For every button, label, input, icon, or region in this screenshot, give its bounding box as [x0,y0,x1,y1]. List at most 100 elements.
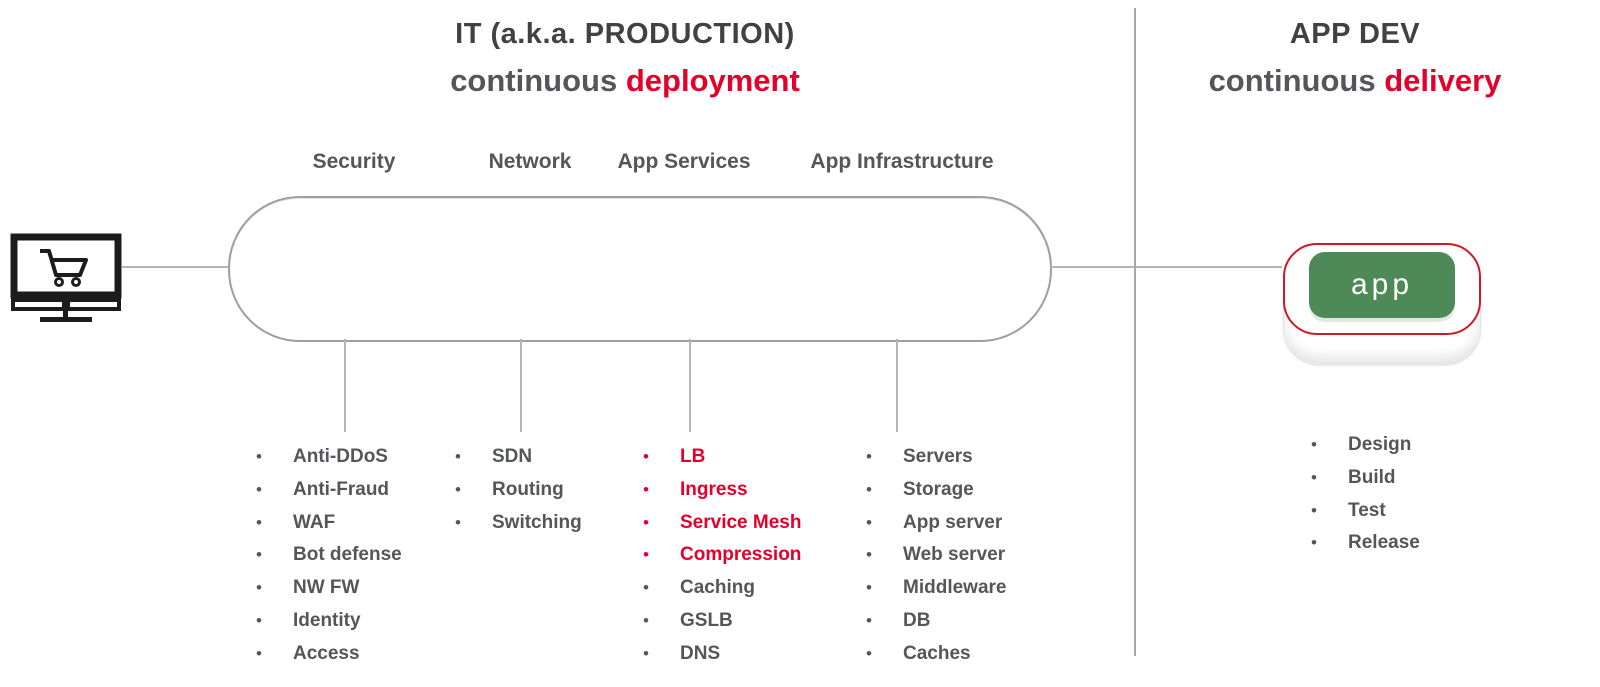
bullet-icon: • [866,447,872,466]
list-item-build: •Build [1311,462,1420,495]
app-services-list: •LB•Ingress•Service Mesh•Compression•Cac… [643,441,801,671]
bullet-icon: • [643,643,649,663]
list-item-gslb: • GSLB [643,605,801,638]
list-item-app-server: • App server [866,507,1006,540]
bullet-icon: • [256,479,262,499]
list-item-label: DB [903,609,931,631]
list-item-label: Service Mesh [680,511,802,533]
bullet-icon: • [866,545,872,565]
category-label-app-services: App Services [617,150,751,173]
category-label-network: Network [488,150,572,173]
list-item-label: Identity [293,609,361,631]
production-title: IT (a.k.a. PRODUCTION) [455,18,795,50]
list-item-label: Storage [903,478,974,500]
list-item-label: Ingress [680,478,748,500]
list-item-label: Anti-Fraud [293,478,390,500]
list-item-label: LB [680,446,706,467]
bullet-icon: • [256,643,262,663]
production-subtitle: continuous deployment [325,63,925,99]
list-item-label: Web server [903,544,1006,566]
production-subtitle-highlight: deployment [625,63,800,98]
list-item-middleware: •Middleware [866,572,1006,605]
drop-line-app-services [689,339,691,432]
bullet-icon: • [455,512,461,532]
list-item-anti-ddos: • Anti-DDoS [256,441,402,474]
list-item-label: Routing [492,478,564,500]
bullet-icon: • [256,447,262,466]
list-item-servers: •Servers [866,441,1006,474]
section-divider-line [1134,8,1136,656]
list-item-dns: • DNS [643,638,801,671]
appdev-subtitle-highlight: delivery [1384,63,1502,98]
list-item-storage: • Storage [866,474,1006,507]
drop-line-app-infrastructure [896,339,898,432]
list-item-label: Compression [680,544,802,566]
list-item-switching: • Switching [455,507,582,540]
list-item-label: Switching [492,511,582,533]
list-item-bot-defense: •Bot defense [256,539,402,572]
connector-line-left [122,266,228,268]
list-item-label: Access [293,642,360,664]
list-item-release: •Release [1311,527,1420,560]
list-item-lb: • LB [643,441,801,474]
bullet-icon: • [256,610,262,630]
list-item-label: Caching [680,577,755,599]
list-item-label: DNS [680,642,721,664]
bullet-icon: • [643,479,649,499]
list-item-identity: • Identity [256,605,402,638]
bullet-icon: • [643,610,649,630]
app-icon-screen: app [1309,252,1455,318]
bullet-icon: • [643,512,649,532]
list-item-waf: • WAF [256,507,402,540]
list-item-db: •DB [866,605,1006,638]
appdev-subtitle: continuous delivery [1155,63,1555,99]
list-item-caching: • Caching [643,572,801,605]
appdev-title-block: APP DEV continuous delivery [1155,18,1555,99]
list-item-sdn: • SDN [455,441,582,474]
appdev-lifecycle-list: •Design•Build•Test•Release [1311,429,1420,560]
category-label-app-infrastructure: App Infrastructure [810,150,994,173]
list-item-label: Test [1348,499,1386,521]
network-list: • SDN •Routing • Switching [455,441,582,539]
list-item-routing: •Routing [455,474,582,507]
bullet-icon: • [643,578,649,598]
list-item-label: Design [1348,434,1412,455]
connector-line-right [1050,266,1282,268]
drop-line-security [344,339,346,432]
list-item-label: Caches [903,642,971,664]
bullet-icon: • [256,512,262,532]
bullet-icon: • [256,545,262,565]
bullet-icon: • [643,447,649,466]
list-item-label: NW FW [293,577,360,599]
bullet-icon: • [866,643,872,663]
bullet-icon: • [1311,467,1317,487]
list-item-anti-fraud: • Anti-Fraud [256,474,402,507]
bullet-icon: • [256,578,262,598]
list-item-label: WAF [293,511,336,533]
list-item-service-mesh: • Service Mesh [643,507,801,540]
list-item-design: • Design [1311,429,1420,462]
list-item-label: Middleware [903,577,1007,599]
bullet-icon: • [1311,435,1317,454]
bullet-icon: • [866,512,872,532]
list-item-label: SDN [492,446,533,467]
list-item-label: GSLB [680,609,733,631]
bullet-icon: • [455,447,461,466]
security-list: •Anti-DDoS•Anti-Fraud•WAF•Bot defense•NW… [256,441,402,671]
list-item-ingress: • Ingress [643,474,801,507]
list-item-web-server: • Web server [866,539,1006,572]
list-item-compression: •Compression [643,539,801,572]
list-item-label: App server [903,511,1003,533]
list-item-nw-fw: • NW FW [256,572,402,605]
production-subtitle-prefix: continuous [450,63,626,98]
appdev-title: APP DEV [1289,18,1421,50]
bullet-icon: • [1311,500,1317,520]
list-item-access: • Access [256,638,402,671]
list-item-label: Release [1348,532,1420,554]
list-item-caches: • Caches [866,638,1006,671]
drop-line-network [520,339,522,432]
pipeline-capsule [228,196,1052,342]
bullet-icon: • [866,479,872,499]
list-item-label: Anti-DDoS [293,446,388,467]
